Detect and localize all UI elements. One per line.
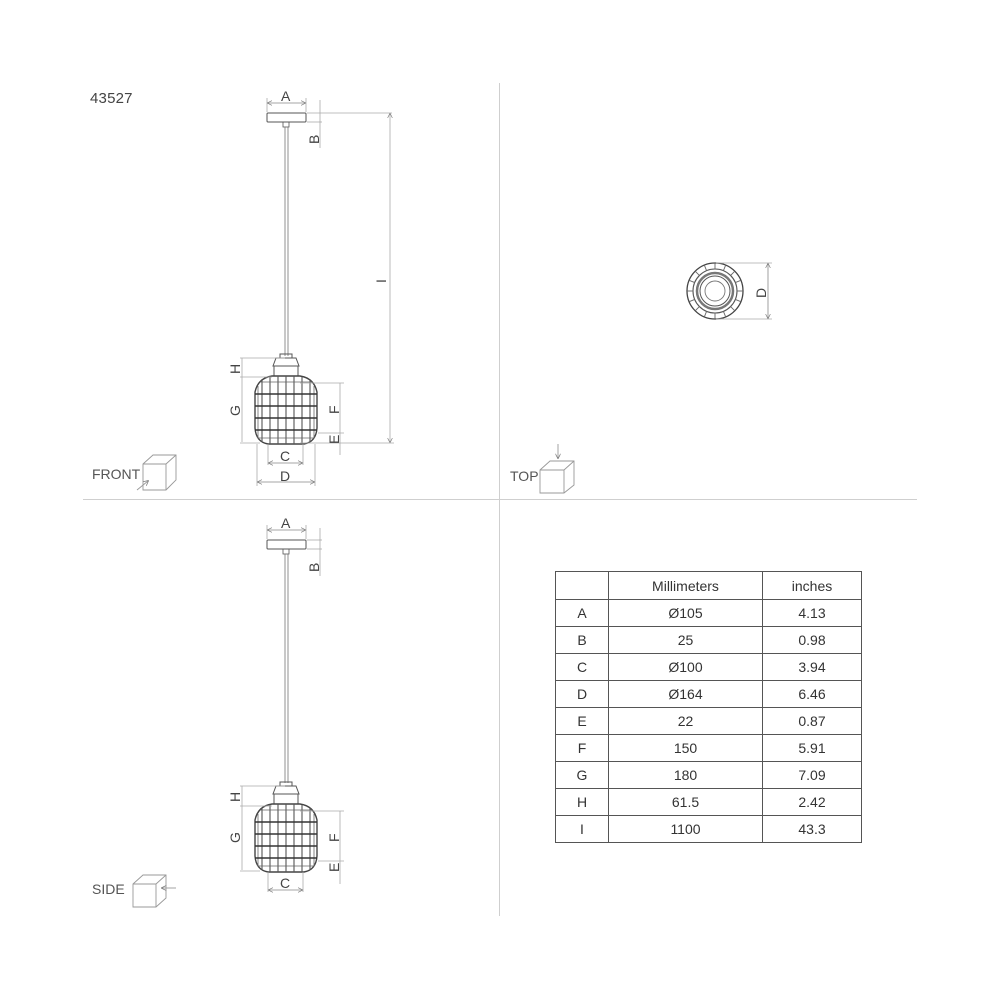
svg-text:I: I (373, 279, 389, 283)
row-mm: 1100 (608, 815, 763, 843)
side-view-label: SIDE (92, 881, 125, 897)
table-row: C Ø100 3.94 (555, 653, 862, 681)
header-key (555, 571, 609, 600)
row-key: I (555, 815, 609, 843)
table-row: H 61.5 2.42 (555, 788, 862, 816)
svg-text:C: C (280, 448, 290, 464)
table-header-row: Millimeters inches (555, 571, 862, 600)
dimensions-table: Millimeters inches A Ø105 4.13 B 25 0.98… (555, 571, 862, 843)
front-view-cube-icon (136, 454, 177, 491)
row-in: 7.09 (762, 761, 862, 789)
side-view: A B H G F E C (132, 515, 344, 908)
top-view (686, 262, 744, 320)
svg-text:C: C (280, 875, 290, 891)
svg-text:H: H (227, 364, 243, 374)
table-row: E 22 0.87 (555, 707, 862, 735)
row-mm: 22 (608, 707, 763, 735)
row-in: 2.42 (762, 788, 862, 816)
svg-text:H: H (227, 792, 243, 802)
svg-text:F: F (326, 833, 342, 842)
front-view-label: FRONT (92, 466, 141, 482)
front-view: A B I H G F E C D (136, 88, 394, 491)
table-row: G 180 7.09 (555, 761, 862, 789)
row-key: C (555, 653, 609, 681)
row-mm: Ø105 (608, 599, 763, 627)
row-in: 3.94 (762, 653, 862, 681)
row-in: 43.3 (762, 815, 862, 843)
table-row: A Ø105 4.13 (555, 599, 862, 627)
row-mm: Ø100 (608, 653, 763, 681)
table-row: B 25 0.98 (555, 626, 862, 654)
row-key: G (555, 761, 609, 789)
divider-horizontal (83, 499, 917, 500)
row-mm: 180 (608, 761, 763, 789)
row-in: 0.98 (762, 626, 862, 654)
top-view-label: TOP (510, 468, 539, 484)
row-key: A (555, 599, 609, 627)
svg-text:B: B (306, 135, 322, 144)
row-in: 4.13 (762, 599, 862, 627)
row-in: 6.46 (762, 680, 862, 708)
header-inches: inches (762, 571, 862, 600)
svg-text:F: F (326, 405, 342, 414)
table-row: I 1100 43.3 (555, 815, 862, 843)
header-millimeters: Millimeters (608, 571, 763, 600)
svg-text:E: E (326, 863, 342, 872)
svg-text:D: D (280, 468, 290, 484)
row-mm: 150 (608, 734, 763, 762)
row-mm: Ø164 (608, 680, 763, 708)
row-mm: 25 (608, 626, 763, 654)
table-row: F 150 5.91 (555, 734, 862, 762)
side-view-cube-icon (132, 874, 176, 908)
row-key: E (555, 707, 609, 735)
table-row: D Ø164 6.46 (555, 680, 862, 708)
svg-text:B: B (306, 563, 322, 572)
row-in: 0.87 (762, 707, 862, 735)
row-key: D (555, 680, 609, 708)
row-key: B (555, 626, 609, 654)
svg-text:A: A (281, 515, 291, 531)
top-view-cube-icon (539, 444, 575, 494)
svg-text:D: D (753, 288, 769, 298)
row-key: F (555, 734, 609, 762)
product-code: 43527 (90, 90, 133, 107)
row-key: H (555, 788, 609, 816)
dim-label-a: A (281, 88, 291, 104)
svg-text:E: E (326, 435, 342, 444)
svg-text:G: G (227, 405, 243, 416)
row-mm: 61.5 (608, 788, 763, 816)
row-in: 5.91 (762, 734, 862, 762)
svg-text:G: G (227, 832, 243, 843)
